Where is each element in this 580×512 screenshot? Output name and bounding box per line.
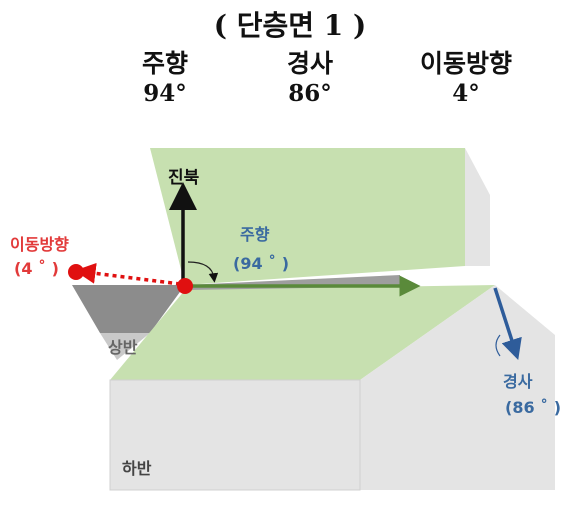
slip-direction-arrow (74, 262, 181, 286)
hanging-wall-side-face (465, 148, 490, 266)
strike-angle-label: (94 ˚ ) (233, 254, 289, 273)
hanging-wall-top-surface (150, 148, 465, 285)
hanging-wall-label: 상반 (108, 338, 138, 357)
strike-heading: 주향 (141, 49, 188, 78)
strike-value: 94° (143, 80, 187, 107)
dip-arrow (493, 287, 522, 360)
header: ( 단층면 1 ) 주향 경사 이동방향 94° 86° 4° (0, 0, 580, 110)
strike-label: 주향 (240, 225, 270, 244)
hanging-wall-fault-face (72, 285, 185, 333)
north-label: 진북 (168, 168, 200, 188)
fault-plane-title: ( 단층면 1 ) (213, 9, 367, 42)
dip-angle-arc (495, 334, 501, 357)
strike-angle-arc (187, 261, 219, 283)
footwall-label: 하반 (122, 459, 152, 478)
dip-angle-label: (86 ˚ ) (505, 398, 561, 417)
footwall-front-face (109, 379, 361, 491)
footwall-top-surface (110, 285, 495, 380)
slip-direction-value: 4° (452, 80, 480, 107)
slip-origin-point (177, 278, 193, 294)
slip-angle-label: (4 ˚ ) (14, 259, 59, 278)
dip-heading: 경사 (286, 49, 333, 78)
slip-direction-heading: 이동방향 (419, 49, 512, 78)
dip-value: 86° (288, 80, 332, 107)
footwall-right-face (360, 285, 555, 490)
dip-label: 경사 (503, 372, 533, 391)
slip-end-point (68, 264, 84, 280)
hanging-wall-lower-face (100, 333, 150, 360)
slip-direction-label: 이동방향 (10, 235, 69, 254)
